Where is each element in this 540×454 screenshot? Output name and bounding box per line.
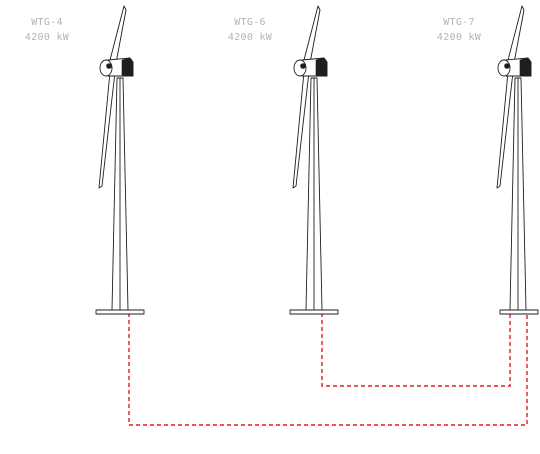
turbine-name-label: WTG-4 [31, 17, 63, 28]
nacelle-shade [121, 57, 134, 77]
turbine-wtg-6: WTG-6 4200 kW [228, 5, 339, 315]
hub-center [504, 63, 510, 69]
rotor-blade-upper [507, 5, 525, 64]
rotor-blade-lower [98, 71, 116, 189]
turbine-name-label: WTG-7 [443, 17, 475, 28]
turbine-wtg-4: WTG-4 4200 kW [25, 5, 145, 315]
turbine-wtg-7: WTG-7 4200 kW [437, 5, 539, 315]
hub-center [106, 63, 112, 69]
cable-layer [128, 313, 528, 426]
turbine-graphic [289, 5, 339, 315]
rotor-blade-upper [109, 5, 127, 64]
turbine-name-label: WTG-6 [234, 17, 266, 28]
nacelle-shade [315, 57, 328, 77]
rotor-blade-upper [303, 5, 321, 64]
tower-foundation [499, 309, 539, 315]
cable-wtg4-wtg7 [128, 313, 528, 426]
turbine-graphic [496, 5, 539, 315]
cable-wtg6-wtg7 [321, 313, 511, 387]
rotor-blade-lower [496, 71, 514, 189]
tower-foundation [289, 309, 339, 315]
rotor-blade-lower [292, 71, 310, 189]
tower-foundation [95, 309, 145, 315]
nacelle-shade [519, 57, 532, 77]
turbine-capacity-label: 4200 kW [25, 32, 70, 43]
turbine-capacity-label: 4200 kW [437, 32, 482, 43]
turbine-capacity-label: 4200 kW [228, 32, 273, 43]
hub-center [300, 63, 306, 69]
turbine-graphic [95, 5, 145, 315]
